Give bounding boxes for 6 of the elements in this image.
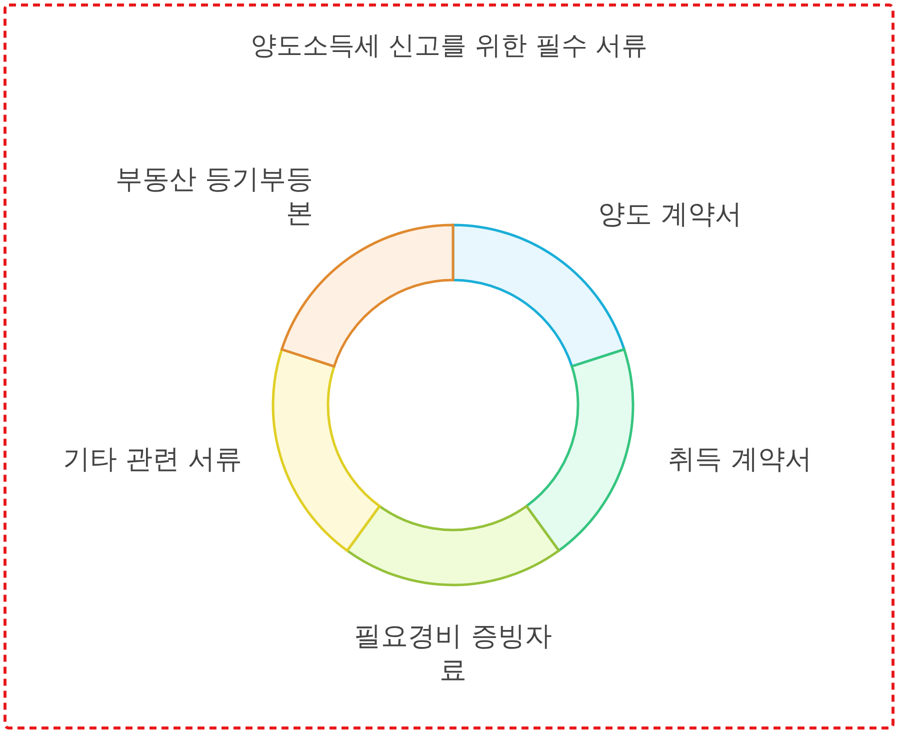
segment-label: 기타 관련 서류 (22, 443, 242, 477)
segment-label: 부동산 등기부등본 (93, 163, 313, 231)
segment-label: 양도 계약서 (560, 198, 780, 232)
segment-label: 취득 계약서 (630, 443, 850, 477)
diagram-title: 양도소득세 신고를 위한 필수 서류 (249, 30, 649, 63)
segment-label: 필요경비 증빙자료 (343, 620, 563, 688)
